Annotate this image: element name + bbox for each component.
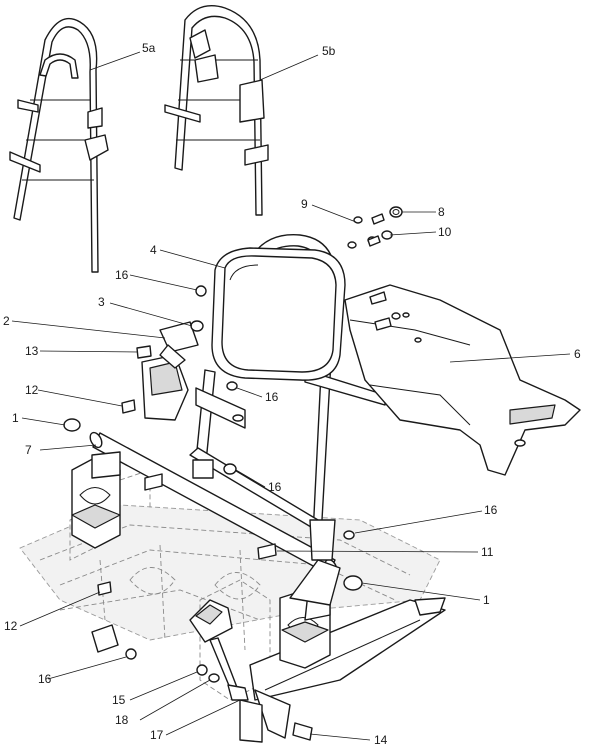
callout-16c: 16 [268, 480, 282, 494]
callout-16b: 16 [265, 390, 279, 404]
callout-13: 13 [25, 344, 39, 358]
main-roll-bar [189, 234, 386, 606]
callout-12a: 12 [25, 383, 39, 397]
callouts: 5a 5b 9 8 10 4 16 3 2 13 12 1 7 6 16 16 … [3, 41, 581, 747]
base-plate [239, 597, 446, 743]
seatbelt-buckle [189, 599, 249, 701]
fender-guard [344, 284, 581, 476]
callout-4: 4 [150, 243, 157, 257]
callout-11: 11 [481, 545, 494, 559]
callout-6: 6 [574, 347, 581, 361]
callout-3: 3 [98, 295, 105, 309]
callout-5b: 5b [322, 44, 336, 58]
callout-17: 17 [150, 728, 164, 742]
callout-16d: 16 [484, 503, 498, 517]
callout-1a: 1 [12, 411, 19, 425]
callout-9: 9 [301, 197, 308, 211]
roll-bar-5b [164, 5, 269, 216]
callout-15: 15 [112, 693, 126, 707]
callout-5a: 5a [142, 41, 156, 55]
callout-1b: 1 [483, 593, 490, 607]
roll-bar-5a [9, 17, 109, 273]
callout-8: 8 [438, 205, 445, 219]
callout-16a: 16 [115, 268, 129, 282]
callout-10: 10 [438, 225, 452, 239]
callout-12b: 12 [4, 619, 18, 633]
leader-lines [11, 51, 571, 741]
callout-7: 7 [25, 443, 32, 457]
head-pad [211, 247, 346, 381]
callout-14: 14 [374, 733, 388, 747]
seatbelt-retractor [141, 321, 199, 421]
callout-2: 2 [3, 314, 10, 328]
callout-16e: 16 [38, 672, 52, 686]
callout-18: 18 [115, 713, 129, 727]
